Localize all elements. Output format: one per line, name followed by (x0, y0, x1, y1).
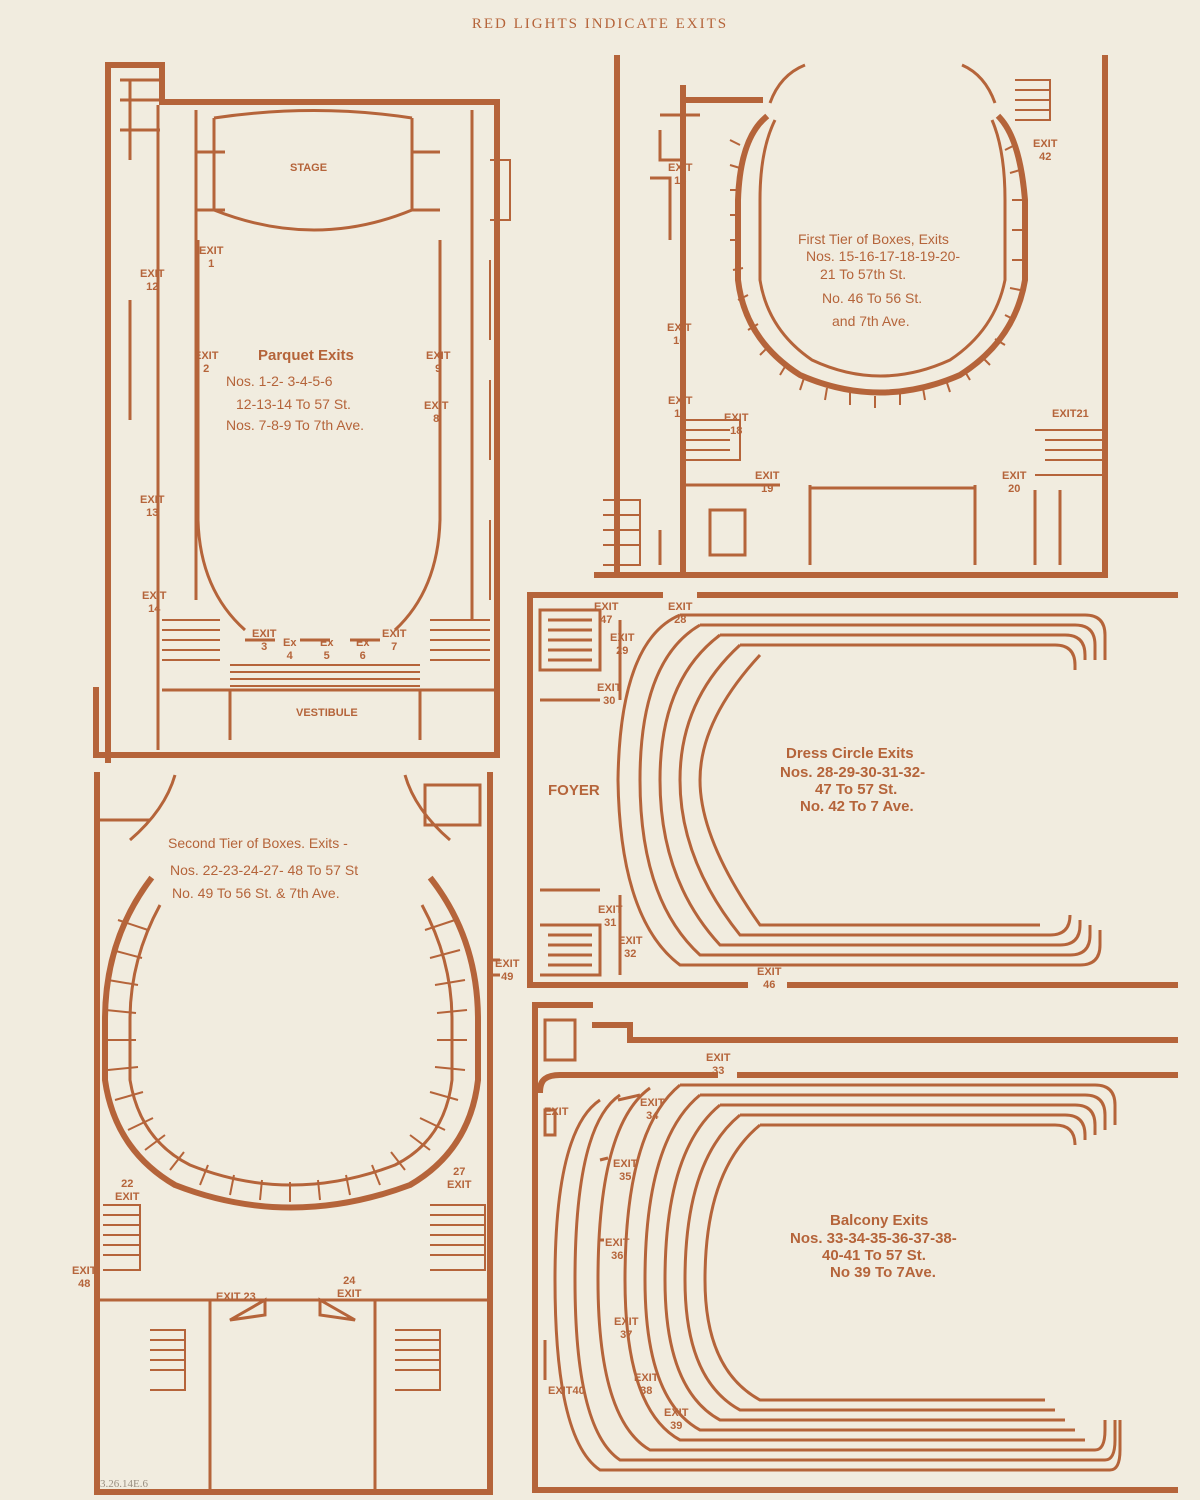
second-tier-title: Second Tier of Boxes. Exits - (168, 835, 348, 851)
dress-circle-plan (527, 592, 1178, 988)
first-tier-plan (594, 55, 1108, 578)
parquet-line-3: Nos. 7-8-9 To 7th Ave. (226, 417, 365, 433)
margin-note: 3.26.14E.6 (100, 1478, 148, 1490)
dress-circle-line-3: No. 42 To 7 Ave. (800, 798, 914, 815)
exit-23: EXIT 23 (216, 1291, 256, 1303)
foyer-label: FOYER (548, 782, 600, 799)
dress-circle-line-1: Nos. 28-29-30-31-32- (780, 764, 926, 781)
stage-label: STAGE (290, 162, 328, 174)
balcony-plan (532, 1002, 1178, 1493)
page-header: RED LIGHTS INDICATE EXITS (471, 16, 729, 32)
parquet-plan (93, 62, 511, 763)
first-tier-line-4: and 7th Ave. (832, 313, 910, 329)
exit-40: EXIT (544, 1106, 569, 1118)
exit-21: EXIT21 (1052, 408, 1089, 420)
balcony-line-3: No 39 To 7Ave. (830, 1264, 936, 1281)
parquet-line-1: Nos. 1-2- 3-4-5-6 (226, 373, 333, 389)
first-tier-line-3: No. 46 To 56 St. (822, 290, 923, 306)
first-tier-line-2: 21 To 57th St. (820, 266, 907, 282)
balcony-line-2: 40-41 To 57 St. (822, 1247, 926, 1264)
vestibule-label: VESTIBULE (296, 707, 358, 719)
first-tier-line-1: Nos. 15-16-17-18-19-20- (806, 248, 961, 264)
second-tier-line-1: Nos. 22-23-24-27- 48 To 57 St (170, 862, 359, 878)
parquet-line-2: 12-13-14 To 57 St. (236, 396, 351, 412)
dress-circle-title: Dress Circle Exits (786, 745, 914, 762)
parquet-title: Parquet Exits (258, 347, 354, 364)
balcony-line-1: Nos. 33-34-35-36-37-38- (790, 1230, 957, 1247)
first-tier-title: First Tier of Boxes, Exits (798, 231, 949, 247)
dress-circle-line-2: 47 To 57 St. (815, 781, 898, 798)
second-tier-line-2: No. 49 To 56 St. & 7th Ave. (172, 885, 340, 901)
exit-40-number: EXIT40 (548, 1385, 585, 1397)
balcony-title: Balcony Exits (830, 1212, 929, 1229)
second-tier-plan (94, 772, 500, 1495)
